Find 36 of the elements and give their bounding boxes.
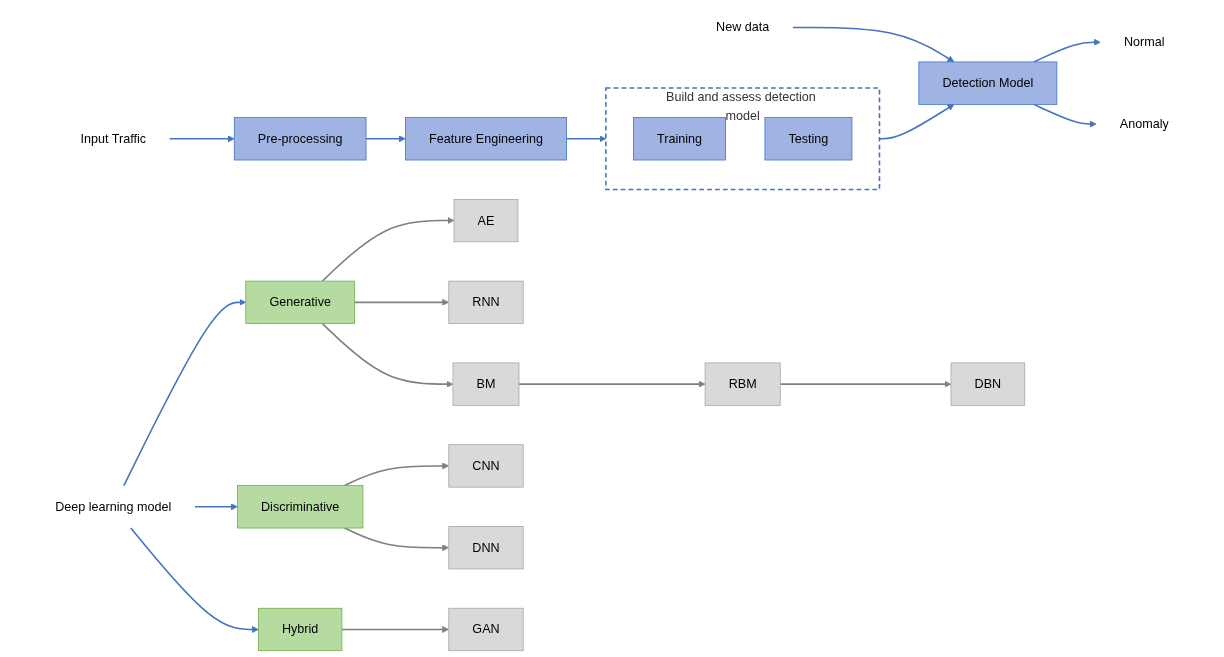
node-box: Testing <box>764 117 853 161</box>
arrow <box>343 462 450 487</box>
arrow <box>518 380 706 388</box>
arrow <box>130 527 259 633</box>
node-box: Training <box>633 117 726 161</box>
node-box: BM <box>452 362 520 406</box>
node-box: CNN <box>448 444 524 488</box>
arrow <box>321 322 454 388</box>
arrow <box>123 298 247 487</box>
arrow <box>168 135 235 143</box>
node-text: New data <box>716 20 770 34</box>
node-box: Generative <box>245 280 355 324</box>
node-text: Input Traffic <box>80 131 147 146</box>
node-text: Normal <box>1124 35 1165 49</box>
arrow <box>341 626 450 633</box>
node-box: Detection Model <box>918 61 1058 105</box>
arrow <box>365 135 406 143</box>
node-box: RNN <box>448 280 524 324</box>
arrow <box>353 298 450 306</box>
node-box: Pre-processing <box>233 117 367 161</box>
node-box: RBM <box>704 362 781 406</box>
arrow <box>1033 103 1097 128</box>
node-text: Anomaly <box>1119 116 1169 131</box>
node-text: Deep learning model <box>55 499 172 514</box>
arrow <box>1033 38 1101 63</box>
arrow <box>321 217 455 282</box>
arrow <box>779 380 952 388</box>
node-box: Discriminative <box>237 485 364 529</box>
node-box: GAN <box>448 607 524 652</box>
node-box: DBN <box>950 362 1026 406</box>
node-box: Hybrid <box>258 607 343 652</box>
node-box: Feature Engineering <box>405 117 567 161</box>
node-box: AE <box>453 198 519 243</box>
arrow <box>194 503 238 511</box>
node-box: DNN <box>448 526 524 570</box>
arrow <box>792 26 955 63</box>
